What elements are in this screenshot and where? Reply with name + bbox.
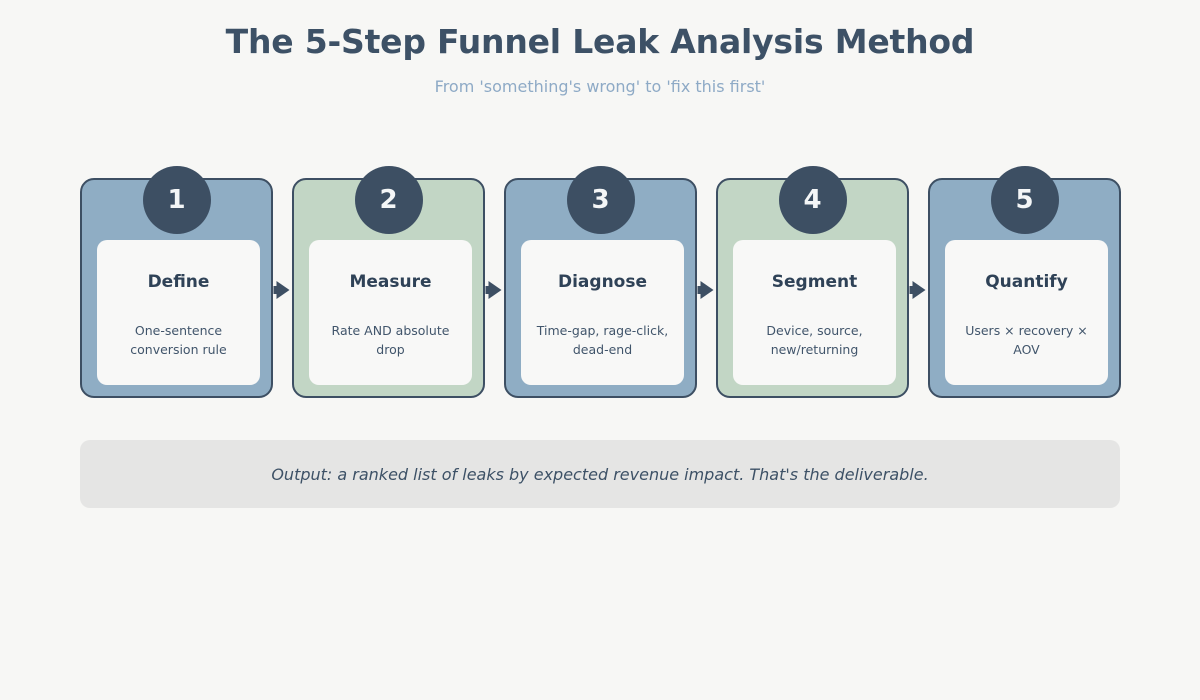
funnel-steps-row: Define One-sentence conversion rule 1 Me… — [80, 166, 1121, 398]
step-inner-card-2: Measure Rate AND absolute drop — [309, 240, 472, 385]
step-inner-card-1: Define One-sentence conversion rule — [97, 240, 260, 385]
arrow-right-icon — [697, 281, 713, 299]
step-connector-1-2 — [273, 178, 292, 398]
step-title-2: Measure — [349, 272, 432, 292]
step-wrapper-5: Quantify Users × recovery × AOV 5 — [928, 166, 1121, 398]
step-description-5: Users × recovery × AOV — [965, 323, 1088, 357]
step-title-3: Diagnose — [557, 272, 647, 292]
header: The 5-Step Funnel Leak Analysis Method F… — [0, 0, 1200, 96]
output-banner: Output: a ranked list of leaks by expect… — [80, 440, 1120, 508]
step-wrapper-1: Define One-sentence conversion rule 1 — [80, 166, 273, 398]
step-title-4: Segment — [771, 272, 858, 292]
step-description-2: Rate AND absolute drop — [331, 323, 450, 357]
step-wrapper-3: Diagnose Time-gap, rage-click, dead-end … — [504, 166, 697, 398]
step-number-badge-2: 2 — [354, 166, 423, 234]
step-title-1: Define — [147, 272, 210, 292]
step-description-4: Device, source, new/returning — [766, 323, 863, 357]
step-number-badge-5: 5 — [990, 166, 1059, 234]
step-card-3[interactable]: Diagnose Time-gap, rage-click, dead-end — [504, 178, 697, 398]
page-subtitle: From 'something's wrong' to 'fix this fi… — [434, 77, 766, 96]
step-inner-card-3: Diagnose Time-gap, rage-click, dead-end — [521, 240, 684, 385]
step-wrapper-4: Segment Device, source, new/returning 4 — [716, 166, 909, 398]
arrow-right-icon — [485, 281, 501, 299]
step-title-5: Quantify — [985, 272, 1068, 292]
arrow-right-icon — [909, 281, 925, 299]
output-banner-text: Output: a ranked list of leaks by expect… — [271, 464, 929, 484]
step-number-badge-4: 4 — [778, 166, 847, 234]
step-connector-4-5 — [909, 178, 928, 398]
step-inner-card-4: Segment Device, source, new/returning — [733, 240, 896, 385]
page-title: The 5-Step Funnel Leak Analysis Method — [225, 22, 975, 61]
step-number-badge-3: 3 — [566, 166, 635, 234]
step-number-badge-1: 1 — [142, 166, 211, 234]
step-inner-card-5: Quantify Users × recovery × AOV — [945, 240, 1108, 385]
step-description-1: One-sentence conversion rule — [130, 323, 227, 357]
step-description-3: Time-gap, rage-click, dead-end — [536, 323, 669, 357]
step-connector-2-3 — [485, 178, 504, 398]
arrow-right-icon — [273, 281, 289, 299]
step-connector-3-4 — [697, 178, 716, 398]
step-wrapper-2: Measure Rate AND absolute drop 2 — [292, 166, 485, 398]
